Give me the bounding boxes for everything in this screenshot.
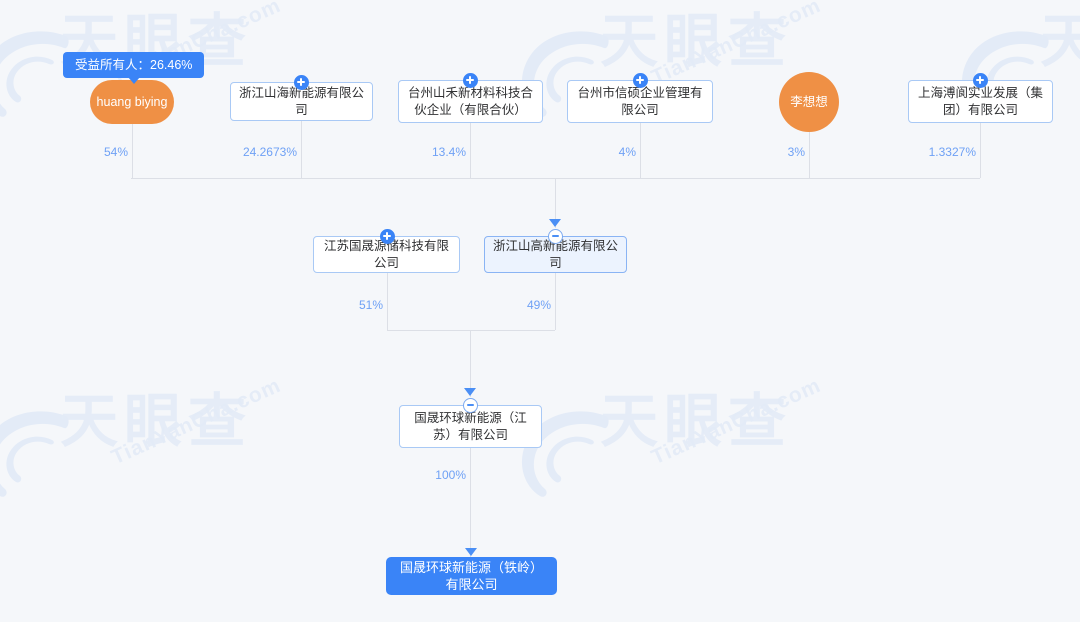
percent-label-shareholder-4: 3% <box>787 145 805 159</box>
connector-arrowhead-icon <box>465 548 477 556</box>
shareholder-node-0[interactable]: huang biying <box>90 80 174 124</box>
expand-toggle-shareholder-5[interactable] <box>972 72 988 88</box>
toggle-bar-vertical <box>300 78 302 86</box>
connector-line-vertical <box>387 273 388 330</box>
connector-line-vertical <box>470 448 471 557</box>
percent-label-shareholder-3: 4% <box>618 145 636 159</box>
connector-line-vertical <box>809 132 810 178</box>
connector-arrowhead-icon <box>464 388 476 396</box>
percent-label-shareholder-2: 13.4% <box>431 145 466 159</box>
watermark-text-en: TianYanCha.com <box>108 373 285 470</box>
toggle-bar-vertical <box>639 76 641 84</box>
watermark-text-cn: 天眼查 <box>60 389 253 454</box>
expand-toggle-shareholder-1[interactable] <box>293 74 309 90</box>
connector-line-horizontal <box>387 330 555 331</box>
watermark-text-cn: 天眼查 <box>1040 9 1080 74</box>
connector-arrowhead-icon <box>549 219 561 227</box>
percent-label-subsidiary-0: 51% <box>358 298 383 312</box>
watermark-text-en: TianYanCha.com <box>648 373 825 470</box>
percent-label-shareholder-1: 24.2673% <box>242 145 297 159</box>
percent-label-shareholder-0: 54% <box>103 145 128 159</box>
connector-line-vertical <box>555 178 556 228</box>
connector-line-vertical <box>470 123 471 178</box>
collapse-toggle-subsidiary-1[interactable] <box>547 228 563 244</box>
shareholder-node-4[interactable]: 李想想 <box>779 72 839 132</box>
watermark-text-cn: 天眼查 <box>600 9 793 74</box>
expand-toggle-subsidiary-0[interactable] <box>379 228 395 244</box>
connector-line-vertical <box>301 121 302 178</box>
connector-line-vertical <box>980 123 981 178</box>
percent-label-subsidiary-1: 49% <box>526 298 551 312</box>
subsidiary-node-0[interactable]: 江苏国晟源储科技有限公司 <box>313 236 460 273</box>
toggle-bar-horizontal <box>466 404 474 406</box>
watermark-logo-icon <box>0 398 80 508</box>
toggle-bar-horizontal <box>551 235 559 237</box>
beneficial-owner-badge: 受益所有人：26.46% <box>63 52 205 84</box>
badge-tail-icon <box>127 77 140 84</box>
connector-line-vertical <box>640 123 641 178</box>
collapse-toggle-holding[interactable] <box>462 397 478 413</box>
shareholder-node-2[interactable]: 台州山禾新材料科技合伙企业（有限合伙） <box>398 80 543 123</box>
toggle-bar-vertical <box>979 76 981 84</box>
expand-toggle-shareholder-2[interactable] <box>462 72 478 88</box>
watermark-text-cn: 天眼查 <box>600 389 793 454</box>
holding-node[interactable]: 国晟环球新能源（江苏）有限公司 <box>399 405 542 448</box>
toggle-bar-vertical <box>469 76 471 84</box>
connector-line-vertical <box>555 273 556 330</box>
percent-label-shareholder-5: 1.3327% <box>928 145 976 159</box>
expand-toggle-shareholder-3[interactable] <box>632 72 648 88</box>
percent-label-holding: 100% <box>435 468 466 482</box>
beneficial-owner-badge-label: 受益所有人：26.46% <box>75 58 193 72</box>
target-company-node[interactable]: 国晟环球新能源（铁岭）有限公司 <box>386 557 557 595</box>
connector-line-vertical <box>470 330 471 397</box>
toggle-bar-vertical <box>386 232 388 240</box>
connector-line-horizontal <box>131 178 980 179</box>
connector-line-vertical <box>132 124 133 178</box>
